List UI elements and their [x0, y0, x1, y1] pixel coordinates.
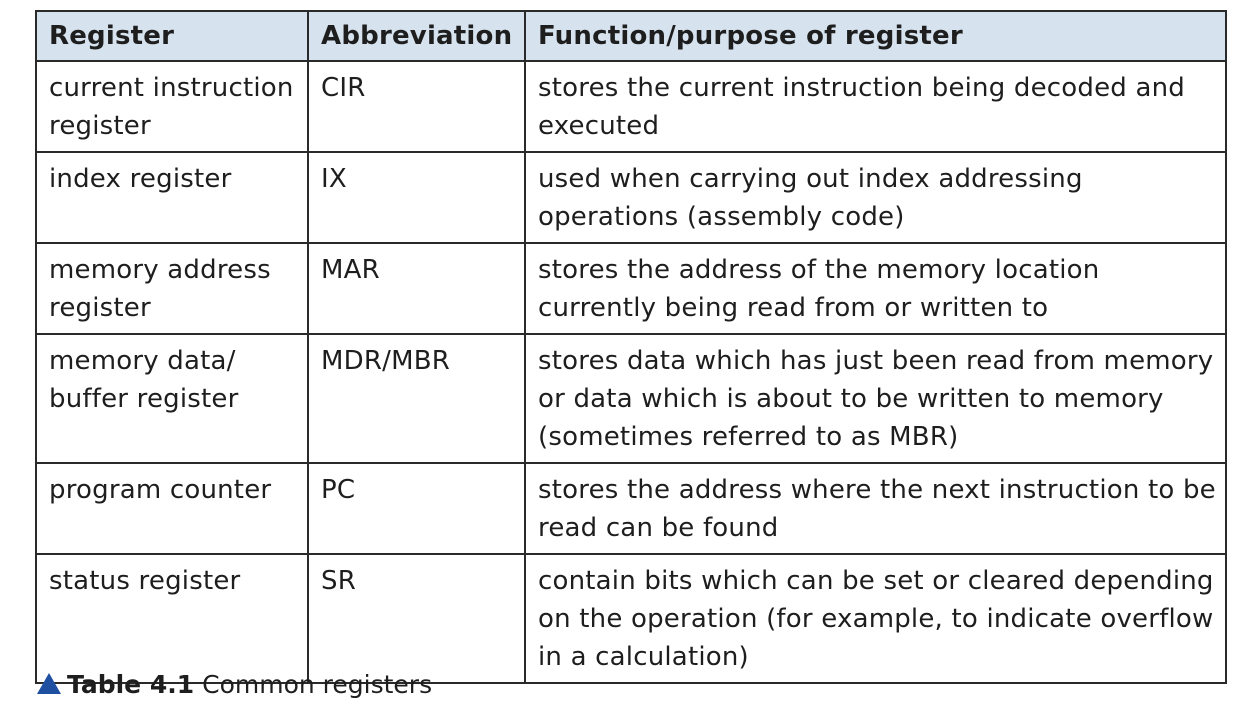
- cell-function: stores the address where the next instru…: [524, 462, 1227, 555]
- table-row: program counter PC stores the address wh…: [35, 462, 1227, 555]
- cell-abbreviation: CIR: [307, 60, 526, 153]
- table-row: status register SR contain bits which ca…: [35, 553, 1227, 684]
- cell-register: status register: [35, 553, 309, 684]
- table-row: memory data/ buffer register MDR/MBR sto…: [35, 333, 1227, 464]
- cell-function: contain bits which can be set or cleared…: [524, 553, 1227, 684]
- triangle-up-icon: [37, 673, 61, 694]
- table-header-row: Register Abbreviation Function/purpose o…: [35, 10, 1227, 62]
- cell-abbreviation: IX: [307, 151, 526, 244]
- cell-abbreviation: PC: [307, 462, 526, 555]
- column-header-register: Register: [35, 10, 309, 62]
- cell-register: index register: [35, 151, 309, 244]
- table-row: current instruction register CIR stores …: [35, 60, 1227, 153]
- cell-abbreviation: MDR/MBR: [307, 333, 526, 464]
- column-header-function: Function/purpose of register: [524, 10, 1227, 62]
- cell-function: stores the address of the memory locatio…: [524, 242, 1227, 335]
- cell-function: used when carrying out index addressing …: [524, 151, 1227, 244]
- cell-register: memory data/ buffer register: [35, 333, 309, 464]
- table-row: memory address register MAR stores the a…: [35, 242, 1227, 335]
- cell-abbreviation: SR: [307, 553, 526, 684]
- cell-function: stores the current instruction being dec…: [524, 60, 1227, 153]
- caption-label: Table 4.1: [67, 670, 195, 699]
- registers-table-container: Register Abbreviation Function/purpose o…: [35, 10, 1227, 684]
- cell-abbreviation: MAR: [307, 242, 526, 335]
- column-header-abbreviation: Abbreviation: [307, 10, 526, 62]
- cell-register: memory address register: [35, 242, 309, 335]
- table-row: index register IX used when carrying out…: [35, 151, 1227, 244]
- caption-text: Common registers: [202, 670, 433, 699]
- cell-register: program counter: [35, 462, 309, 555]
- cell-function: stores data which has just been read fro…: [524, 333, 1227, 464]
- registers-table: Register Abbreviation Function/purpose o…: [35, 10, 1227, 684]
- cell-register: current instruction register: [35, 60, 309, 153]
